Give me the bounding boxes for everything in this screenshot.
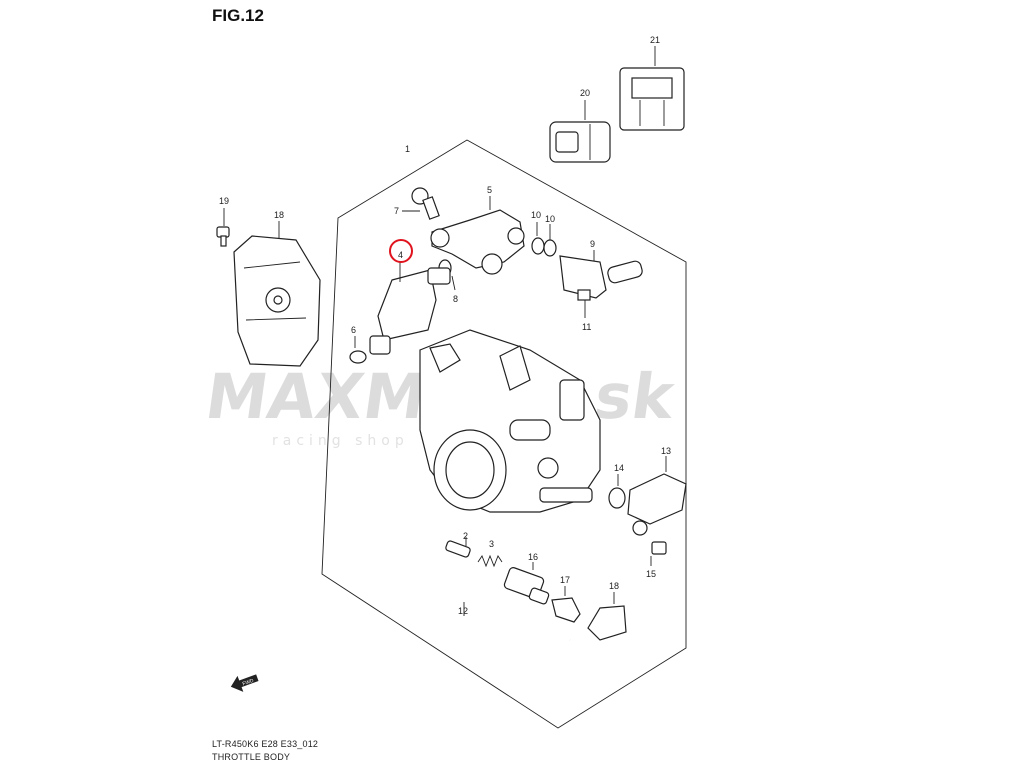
part-3-spring	[477, 554, 503, 568]
highlight-circle	[389, 239, 413, 263]
part-label: 13	[661, 446, 671, 456]
part-label: 1	[405, 144, 410, 154]
part-label: 8	[453, 294, 458, 304]
part-label: 3	[489, 539, 494, 549]
part-label: 19	[219, 196, 229, 206]
part-label: 18	[609, 581, 619, 591]
part-2-fitting	[445, 537, 471, 558]
forward-label: FWD	[242, 678, 255, 688]
part-13-sensor	[627, 456, 687, 536]
part-21-connector	[549, 100, 611, 163]
part-22-connector	[619, 46, 685, 131]
part-label: 10	[531, 210, 541, 220]
part-label: 7	[394, 206, 399, 216]
part-label: 4	[398, 250, 403, 260]
part-label: 11	[582, 322, 591, 332]
part-17-tube	[551, 586, 581, 623]
part-label: 14	[614, 463, 624, 473]
part-5-delivery-pipe	[430, 196, 525, 275]
figure-name: THROTTLE BODY	[212, 752, 291, 762]
part-label: 9	[590, 239, 595, 249]
part-14-o-ring	[608, 474, 626, 509]
part-20-bolt	[216, 208, 230, 247]
part-9-regulator	[559, 250, 643, 301]
part-16-adjuster	[503, 562, 550, 605]
part-19-cover	[233, 221, 321, 367]
part-label: 12	[458, 606, 468, 616]
part-label: 18	[274, 210, 284, 220]
part-18-fitting	[587, 592, 627, 641]
part-label: 15	[646, 569, 656, 579]
part-label: 2	[463, 531, 468, 541]
part-label: 6	[351, 325, 356, 335]
part-label: 10	[545, 214, 555, 224]
figure-code: LT-R450K6 E28 E33_012	[212, 739, 319, 749]
part-6-seal	[349, 336, 367, 364]
part-15-screw	[650, 541, 667, 566]
figure-title: FIG.12	[212, 6, 264, 25]
part-label: 20	[580, 88, 590, 98]
part-label: 16	[528, 552, 538, 562]
part-12-hose	[348, 492, 572, 644]
part-label: 5	[487, 185, 492, 195]
part-10-o-rings	[531, 222, 557, 257]
part-7-screw	[402, 187, 440, 220]
part-4-injector	[369, 239, 451, 355]
watermark-tagline: racing shop	[272, 433, 409, 449]
forward-arrow-icon: FWD	[230, 674, 259, 692]
part-label: 17	[560, 575, 570, 585]
assembly-frame	[321, 139, 687, 729]
part-label: 21	[650, 35, 660, 45]
throttle-body	[419, 329, 601, 513]
